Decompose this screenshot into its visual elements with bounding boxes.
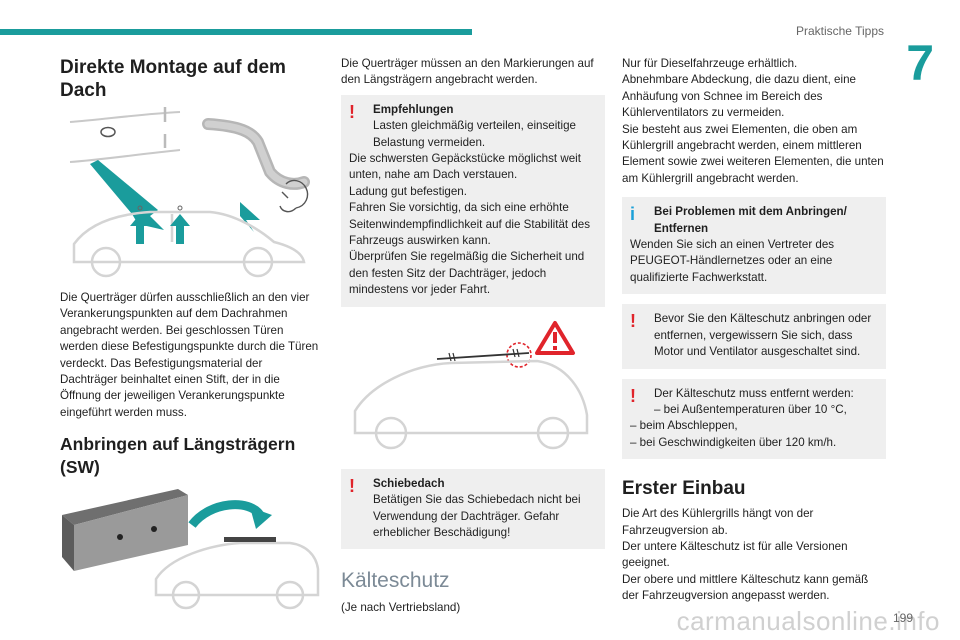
watermark: carmanualsonline.info <box>676 606 940 636</box>
heading-roof-mount: Direkte Montage auf dem Dach <box>60 57 286 101</box>
problem-title: Bei Problemen mit dem Anbringen/ Entfern… <box>654 205 847 235</box>
removal-item: – bei Außentemperaturen über 10 °C, <box>654 402 847 416</box>
first-install-line: Der obere und mittlere Kälteschutz kann … <box>622 572 869 603</box>
problem-panel: i Bei Problemen mit dem Anbringen/ Entfe… <box>622 197 886 295</box>
recommendations-line: Überprüfen Sie regelmäßig die Sicherheit… <box>349 250 585 297</box>
roof-mount-illustration <box>69 107 310 278</box>
problem-text: Wenden Sie sich an einen Vertreter des P… <box>630 238 835 284</box>
cold-protection-line: Nur für Dieselfahrzeuge erhältlich. <box>622 57 798 70</box>
first-install-line: Die Art des Kühlergrills hängt von der F… <box>622 507 814 537</box>
recommendations-line: Ladung gut befestigen. <box>349 184 467 198</box>
recommendations-line: Die schwersten Gepäckstücke möglichst we… <box>349 152 581 182</box>
column-middle: Die Querträger müssen an den Markierunge… <box>341 56 605 617</box>
cold-protection-line: Abnehmbare Abdeckung, die dazu dient, ei… <box>622 73 856 120</box>
info-icon: i <box>630 204 636 225</box>
page-number: 199 <box>892 611 913 625</box>
exclamation-icon: ! <box>630 385 636 406</box>
sunroof-panel: ! Schiebedach Betätigen Sie das Schiebed… <box>341 468 605 550</box>
section-title: Praktische Tipps <box>795 24 884 38</box>
chapter-number: 7 <box>906 35 934 91</box>
recommendations-panel: ! Empfehlungen Lasten gleichmäßig vertei… <box>341 94 605 307</box>
header-accent-bar <box>0 29 472 35</box>
rail-intro-text: Die Querträger müssen an den Markierunge… <box>341 57 594 87</box>
removal-warning-panel: ! Der Kälteschutz muss entfernt werden: … <box>622 378 886 460</box>
heading-first-install: Erster Einbau <box>622 478 746 500</box>
sunroof-title: Schiebedach <box>373 476 445 490</box>
exclamation-icon: ! <box>630 311 636 332</box>
exclamation-icon: ! <box>349 101 355 122</box>
country-note: (Je nach Vertriebsland) <box>341 601 461 615</box>
column-right: Nur für Dieselfahrzeuge erhältlich. Abne… <box>622 56 886 605</box>
engine-off-warning-text: Bevor Sie den Kälteschutz anbringen oder… <box>654 312 872 359</box>
heading-rails: Anbringen auf Längsträgern (SW) <box>60 434 296 478</box>
first-install-line: Der untere Kälteschutz ist für alle Vers… <box>622 539 848 570</box>
removal-item: – beim Abschleppen, <box>630 419 738 433</box>
recommendations-line: Fahren Sie vorsichtig, da sich eine erhö… <box>349 201 591 248</box>
engine-off-warning-panel: ! Bevor Sie den Kälteschutz anbringen od… <box>622 304 886 369</box>
recommendations-title: Empfehlungen <box>373 102 454 116</box>
roof-sunroof-illustration <box>353 320 589 449</box>
recommendations-line: Lasten gleichmäßig verteilen, einseitige… <box>373 119 577 149</box>
removal-item: – bei Geschwindigkeiten über 120 km/h. <box>630 435 837 449</box>
heading-cold-protection: Kälteschutz <box>341 569 450 593</box>
roof-rail-illustration <box>62 489 320 610</box>
column-left: Direkte Montage auf dem Dach <box>60 56 322 613</box>
roof-mount-text: Die Querträger dürfen ausschließlich an … <box>60 291 319 419</box>
sunroof-text: Betätigen Sie das Schiebedach nicht bei … <box>373 493 581 539</box>
removal-intro: Der Kälteschutz muss entfernt werden: <box>654 386 854 400</box>
exclamation-icon: ! <box>349 475 355 496</box>
cold-protection-line: Sie besteht aus zwei Elementen, die oben… <box>622 122 884 185</box>
